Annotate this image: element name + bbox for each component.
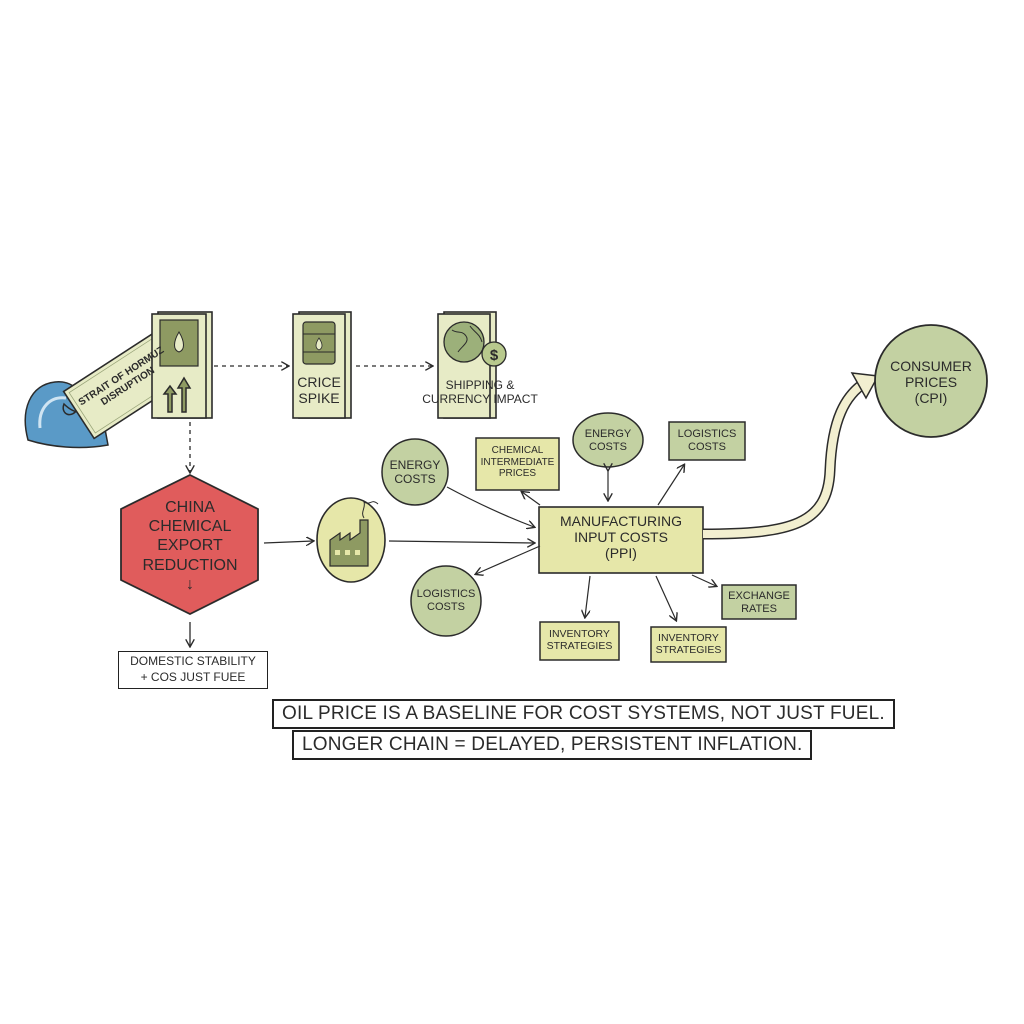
factory-node [316,497,386,583]
logistics-costs-top-label: LOGISTICS COSTS [677,428,737,453]
logistics-costs-left-node [410,565,482,637]
svg-text:$: $ [490,347,499,364]
oil-card [151,311,213,419]
domestic-stability-box: DOMESTIC STABILITY + COS JUST FUEE [118,651,268,689]
arrow-ppi-to-logistics-left [476,545,541,574]
manufacturing-label: MANUFACTURING INPUT COSTS (PPI) [559,513,683,562]
consumer-prices-node [874,324,988,438]
inventory-strategies-label-1: INVENTORY STRATEGIES [546,628,613,653]
shipping-label: SHIPPING & CURRENCY IMPACT [422,378,538,406]
shipping-card: $ [437,311,507,419]
arrow-ppi-to-inventory-1 [585,575,591,617]
energy-costs-top-label: ENERGY COSTS [584,428,632,453]
globe-icon [443,321,485,363]
arrow-ppi-to-logistics-top [657,465,684,506]
logistics-costs-top-box [668,421,746,461]
factory-icon [329,500,379,567]
chemical-intermediate-box [475,437,560,491]
energy-costs-left-node [381,438,449,506]
chemical-intermediate-label: CHEMICAL INTERMEDIATE PRICES [480,445,555,479]
arrow-ppi-to-cpi [702,372,880,540]
arrow-ppi-to-chemical [522,492,541,506]
arrow-energy-to-ppi [446,486,534,527]
up-arrows-icon [162,376,192,413]
arrow-ppi-to-exchange [691,574,716,586]
baseline-note: OIL PRICE IS A BASELINE FOR COST SYSTEMS… [272,699,895,729]
logistics-costs-left-label: LOGISTICS COSTS [416,588,476,613]
arrow-china-to-factory [263,541,313,543]
price-spike-card [292,311,352,419]
inventory-strategies-box-1 [539,621,620,661]
exchange-rates-label: EXCHANGE RATES [728,590,790,615]
inventory-strategies-label-2: INVENTORY STRATEGIES [655,632,722,657]
price-spike-label: CRICE SPIKE [297,374,341,407]
inflation-note: LONGER CHAIN = DELAYED, PERSISTENT INFLA… [292,730,813,760]
china-hexagon [120,473,259,616]
dollar-coin-icon: $ [481,341,507,367]
arrow-ppi-to-inventory-2 [655,575,676,620]
consumer-prices-label: CONSUMER PRICES (CPI) [890,358,972,407]
exchange-rates-box [721,584,797,620]
china-down-arrow: ↓ [186,575,194,593]
china-label: CHINA CHEMICAL EXPORT REDUCTION ↓ [130,498,250,594]
inventory-strategies-box-2 [650,626,727,663]
oil-drop-icon [174,331,184,353]
energy-costs-left-label: ENERGY COSTS [389,458,441,486]
arrow-factory-to-ppi [388,541,534,543]
manufacturing-box [538,506,704,574]
wave-icon [24,381,109,449]
oil-barrel-icon [302,321,336,365]
